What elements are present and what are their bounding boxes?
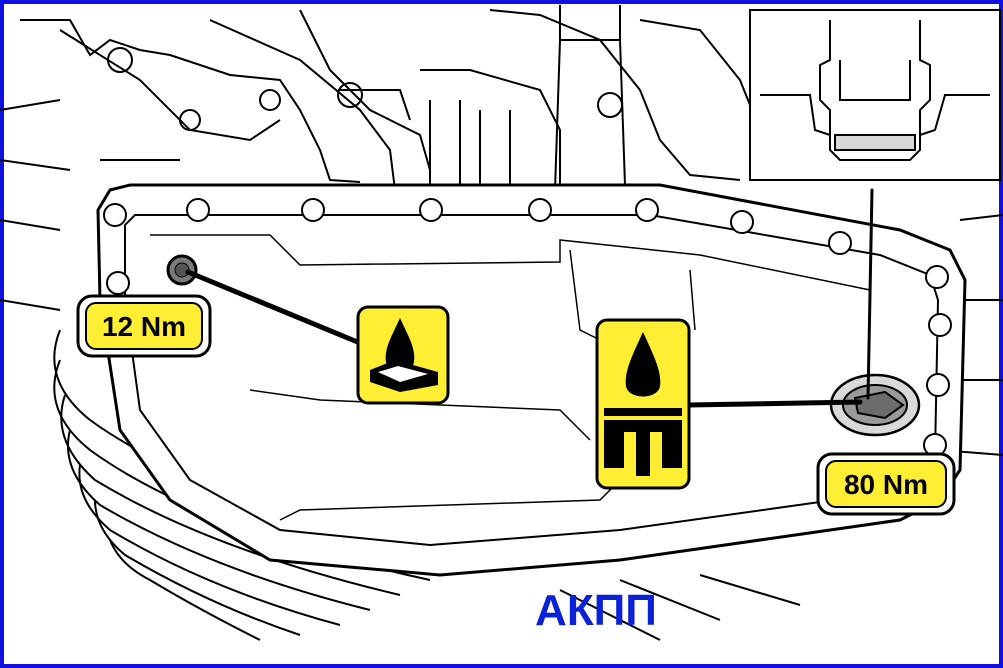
drain-plug — [166, 254, 198, 286]
fill-plug — [829, 373, 921, 437]
diagram-caption: АКПП — [535, 586, 657, 635]
oil-pan — [96, 183, 967, 577]
drain-torque-label: 12 Nm — [76, 294, 212, 358]
fill-torque-value: 80 Nm — [844, 469, 928, 500]
fill-torque-label: 80 Nm — [816, 452, 956, 516]
oil-drop-on-tray-icon — [356, 305, 450, 405]
pan-bolts — [103, 198, 952, 457]
leader-lines — [185, 188, 874, 408]
oil-drop-over-plug-icon — [595, 318, 691, 490]
fill-plug-detail-inset — [749, 9, 1001, 181]
drain-torque-value: 12 Nm — [102, 311, 186, 342]
